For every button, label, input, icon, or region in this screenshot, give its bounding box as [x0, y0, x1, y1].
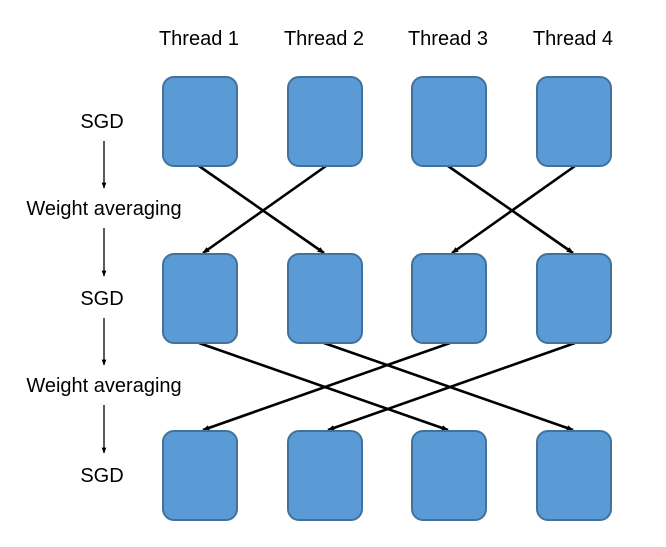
- exchange-edge-step1-thread3-to-thread4: [447, 164, 574, 255]
- thread-header-2: Thread 2: [284, 28, 364, 50]
- thread-node-row3-thread3: [411, 430, 487, 521]
- step-label-averaging-1: Weight averaging: [26, 198, 181, 220]
- exchange-edge-step1-thread4-to-thread3: [451, 164, 576, 255]
- thread-node-row2-thread1: [162, 253, 238, 344]
- thread-header-1: Thread 1: [159, 28, 239, 50]
- thread-node-row1-thread4: [536, 76, 612, 167]
- thread-nodes: [162, 76, 612, 521]
- thread-node-row2-thread3: [411, 253, 487, 344]
- thread-header-4: Thread 4: [533, 28, 613, 50]
- step-labels: SGD Weight averaging SGD Weight averagin…: [26, 111, 181, 487]
- thread-node-row2-thread4: [536, 253, 612, 344]
- thread-node-row3-thread2: [287, 430, 363, 521]
- exchange-edge-step2-thread3-to-thread1: [202, 341, 451, 432]
- thread-node-row1-thread2: [287, 76, 363, 167]
- exchange-edges: [198, 164, 576, 432]
- thread-node-row3-thread1: [162, 430, 238, 521]
- exchange-edge-step2-thread4-to-thread2: [327, 341, 576, 432]
- thread-node-row2-thread2: [287, 253, 363, 344]
- thread-node-row1-thread1: [162, 76, 238, 167]
- step-label-sgd-3: SGD: [80, 465, 123, 487]
- thread-headers: Thread 1 Thread 2 Thread 3 Thread 4: [159, 28, 613, 50]
- exchange-edge-step1-thread2-to-thread1: [202, 164, 327, 255]
- step-label-sgd-1: SGD: [80, 111, 123, 133]
- step-label-averaging-2: Weight averaging: [26, 375, 181, 397]
- thread-node-row3-thread4: [536, 430, 612, 521]
- thread-header-3: Thread 3: [408, 28, 488, 50]
- exchange-edge-step1-thread1-to-thread2: [198, 164, 325, 255]
- step-label-sgd-2: SGD: [80, 288, 123, 310]
- thread-node-row1-thread3: [411, 76, 487, 167]
